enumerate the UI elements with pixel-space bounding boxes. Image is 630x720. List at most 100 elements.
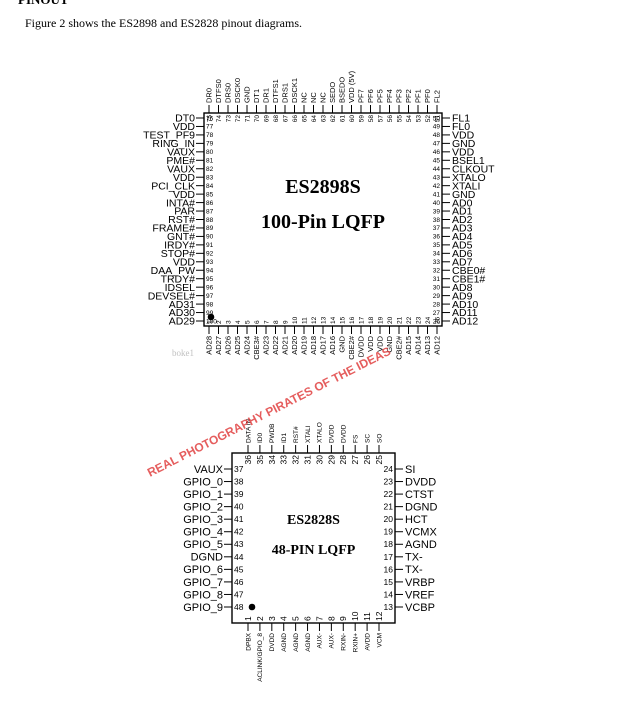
chip2-right-pin-number: 14	[384, 589, 394, 599]
chip2-part-name: ES2828S	[287, 513, 340, 528]
chip1-right-pin-label: FL0	[452, 121, 470, 133]
chip2-left-pin-label: GPIO_6	[183, 564, 223, 576]
chip1-bottom-pin-number: 13	[320, 316, 327, 324]
chip2-bottom-pin-label: ACLINK/GPIO_8	[257, 633, 264, 682]
chip2-right-pin-number: 17	[384, 552, 394, 562]
chip2-right-pin-number: 16	[384, 564, 394, 574]
chip1-bottom-pin-label: DVDD	[357, 335, 366, 357]
chip1-top-pin-label: PF1	[414, 89, 423, 103]
chip1-right-pin-label: VDD	[452, 130, 475, 142]
chip1-right-pin-label: AD1	[452, 206, 473, 218]
chip2-bottom-pin-number: 6	[303, 616, 313, 621]
chip1-top-pin-number: 70	[254, 115, 261, 123]
chip1-left-pin-label: PAR	[174, 206, 195, 218]
chip1-right-pin-label: AD4	[452, 231, 473, 243]
chip1-left-pin-label: AD29	[169, 316, 195, 328]
chip2-left-pin-label: DGND	[191, 552, 223, 564]
chip1-part-name: ES2898S	[285, 176, 361, 198]
chip1-package-name: 100-Pin LQFP	[261, 211, 385, 233]
chip1-right-pin-number: 26	[433, 318, 441, 325]
chip1-bottom-pin-label: AD26	[224, 336, 233, 355]
chip1-right-pin-number: 44	[433, 166, 441, 173]
chip2-left-pin-number: 38	[234, 477, 244, 487]
chip1-left-pin-label: VDD	[173, 172, 196, 184]
chip1-top-pin-label: PF3	[395, 89, 404, 103]
chip1-right-pin-number: 36	[433, 234, 441, 241]
chip1-left-pin-number: 93	[206, 259, 214, 266]
chip2-top-pin-label: XTALO	[317, 422, 324, 443]
chip1-left-pin-number: 85	[206, 191, 214, 198]
chip2-top-pin-number: 27	[350, 455, 360, 465]
chip2-right-pin-label: AGND	[405, 539, 437, 551]
chip1-left-pin-number: 96	[206, 284, 214, 291]
chip1-bottom-pin-label: AD13	[423, 336, 432, 355]
chip1-left-pin-number: 79	[206, 141, 214, 148]
chip1-bottom-pin-label: AD28	[205, 336, 214, 355]
chip1-right-pin-label: AD3	[452, 223, 473, 235]
chip2-bottom-pin-label: AGND	[305, 633, 312, 652]
chip1-bottom-pin-number: 10	[292, 316, 299, 324]
chip1-bottom-pin-label: AD22	[271, 336, 280, 355]
chip1-bottom-pin-number: 8	[273, 320, 280, 324]
chip1-bottom-pin-number: 11	[301, 317, 308, 324]
chip1-left-pin-number: 87	[206, 208, 214, 215]
chip1-pin1-marker	[207, 313, 215, 321]
chip2-right-pin-number: 21	[384, 502, 394, 512]
chip2-right-pin-label: VREF	[405, 589, 435, 601]
chip2-top-pin-number: 25	[374, 455, 384, 465]
chip2-top-pin-number: 34	[267, 455, 277, 465]
chip1-left-pin-number: 88	[206, 217, 214, 224]
chip1-right-pin-label: VDD	[452, 147, 475, 159]
chip1-bottom-pin-number: 25	[434, 316, 441, 324]
chip1-right-pin-number: 30	[433, 284, 441, 291]
chip1-top-pin-label: FL2	[433, 90, 442, 103]
chip1-top-pin-number: 64	[311, 115, 318, 123]
chip2-left-pin-label: GPIO_3	[183, 514, 223, 526]
chip1-left-pin-label: RING_IN	[152, 138, 195, 150]
chip1-top-pin-label: DTFS0	[214, 79, 223, 103]
chip1-top-pin-label: DR1	[262, 88, 271, 103]
chip2-bottom-pin-number: 3	[267, 616, 277, 621]
chip1-bottom-pin-label: AD25	[233, 336, 242, 355]
chip1-top-pin-label: VDD (5V)	[347, 70, 356, 103]
chip2-bottom-pin-label: AGND	[281, 633, 288, 652]
chip1-top-pin-label: NC	[300, 92, 309, 103]
chip1-bottom-pin-number: 3	[225, 320, 232, 324]
chip2-top-pin-number: 26	[362, 455, 372, 465]
chip1-left-pin-number: 90	[206, 234, 214, 241]
chip1-left-pin-number: 89	[206, 225, 214, 232]
chip1-left-pin-number: 82	[206, 166, 214, 173]
chip1-left-pin-label: TEST_PF9	[143, 130, 195, 142]
chip2-body	[231, 452, 396, 624]
chip1-bottom-pin-label: AD16	[328, 336, 337, 355]
chip2-bottom-pin-label: DPBX	[245, 632, 252, 650]
chip1-right-pin-label: AD5	[452, 240, 473, 252]
chip1-left-pin-label: IDSEL	[165, 282, 196, 294]
chip1-right-pin-label: XTALI	[452, 180, 480, 192]
chip1-top-pin-label: DRS0	[224, 83, 233, 103]
chip1-left-pin-label: AD30	[169, 307, 195, 319]
chip2-right-pin-number: 15	[384, 577, 394, 587]
chip2-left-pin-label: GPIO_0	[183, 476, 223, 488]
chip2-bottom-pin-number: 11	[362, 612, 372, 621]
chip1-left-pin-label: AD31	[169, 299, 195, 311]
watermark-logo-text: boke1	[172, 348, 194, 358]
chip1-right-pin-label: AD7	[452, 256, 473, 268]
chip2-left-pin-number: 46	[234, 577, 244, 587]
chip2-bottom-pin-label: AVDD	[364, 633, 371, 651]
chip1-right-pin-label: CBE1#	[452, 273, 485, 285]
chip1-top-pin-number: 52	[425, 115, 432, 123]
chip1-left-pin-label: VAUX	[167, 147, 195, 159]
chip1-right-pin-number: 46	[433, 149, 441, 156]
chip2-left-pin-label: GPIO_4	[183, 527, 223, 539]
chip1-top-pin-label: DSCK0	[233, 78, 242, 103]
chip1-right-pin-number: 31	[433, 276, 441, 283]
chip1-top-pin-number: 59	[358, 115, 365, 123]
chip1-bottom-pin-number: 21	[396, 316, 403, 324]
chip1-top-pin-number: 51	[434, 115, 441, 123]
chip1-bottom-pin-label: AD17	[319, 336, 328, 355]
chip1-left-pin-number: 92	[206, 251, 214, 258]
chip1-right-pin-number: 34	[433, 251, 441, 258]
chip1-top-pin-label: PF4	[385, 89, 394, 103]
